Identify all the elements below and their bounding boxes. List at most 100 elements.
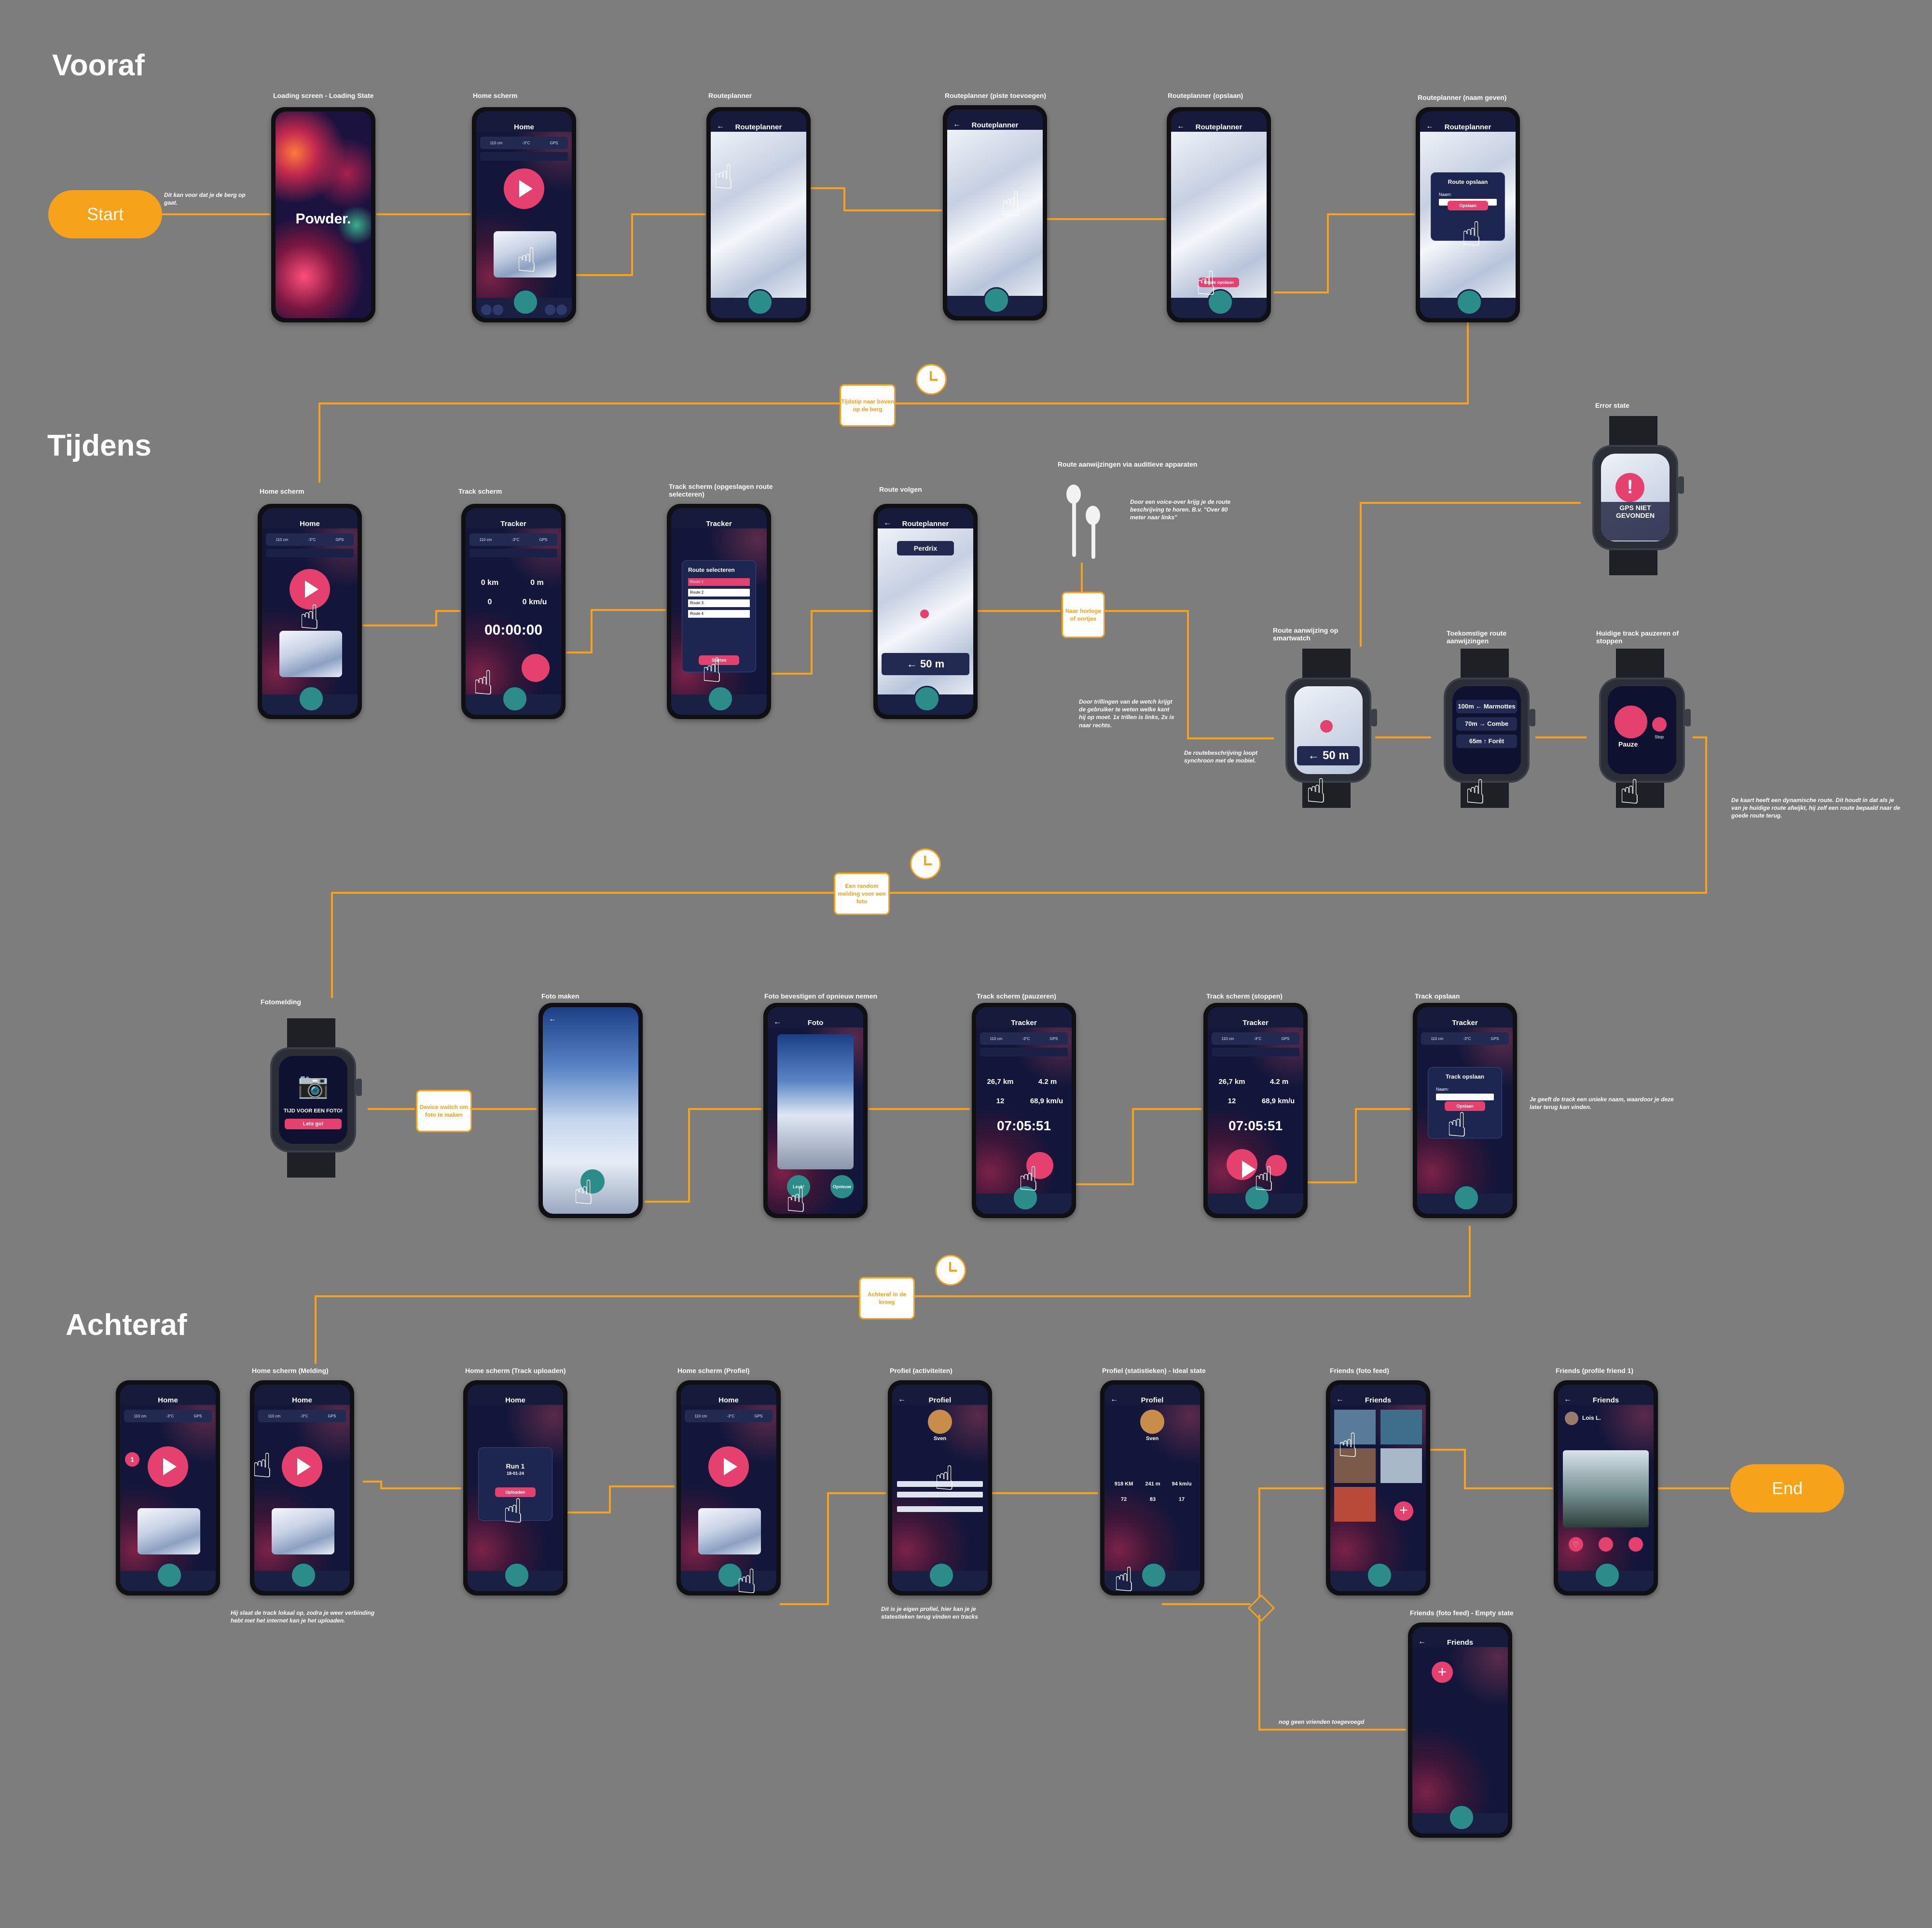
piste-name-label: Perdrix	[897, 541, 954, 555]
caption-friendsfeed: Friends (foto feed)	[1330, 1367, 1389, 1374]
starten-button[interactable]: Starten	[699, 655, 739, 665]
nav-main-button[interactable]	[512, 289, 538, 315]
note-upload: Hij slaat de track lokaal op, zodra je w…	[231, 1609, 375, 1624]
tap-hand-icon: ☝	[503, 1492, 524, 1530]
flow-line-26	[315, 1295, 859, 1364]
phone-tracksel: Tracker Route selecteren Route 1 Route 2…	[667, 504, 771, 719]
caption-home2: Home scherm	[260, 487, 304, 495]
caption-w1: Route aanwijzing op smartwatch	[1273, 626, 1339, 642]
clock-icon	[935, 1255, 966, 1286]
caption-error: Error state	[1595, 402, 1629, 409]
note-profile: Dit is je eigen profiel, hier kan je je …	[881, 1606, 978, 1621]
tap-hand-icon: ☝	[934, 1459, 955, 1497]
phone-fotomaken: ← ☝	[538, 1003, 643, 1218]
route-option-2[interactable]: Route 2	[688, 589, 750, 596]
caption-profstat: Profiel (statistieken) - Ideal state	[1102, 1367, 1206, 1374]
flow-line-27	[363, 1481, 461, 1489]
caption-rp4: Routeplanner (naam geven)	[1418, 94, 1507, 101]
powder-logo: Powder.	[295, 211, 351, 227]
share-icon[interactable]	[1628, 1537, 1643, 1552]
stop-button[interactable]	[1652, 717, 1667, 732]
gps-error-text: GPS NIET GEVONDEN	[1615, 504, 1655, 519]
note-voiceover: Door een voice-over krijg je de route be…	[1130, 499, 1231, 521]
flow-box-b1: Tijdstip naar boven op de berg	[840, 384, 896, 427]
flow-line-9	[566, 609, 666, 653]
phone-friendsfeed: ←Friends + ☝	[1326, 1380, 1430, 1595]
route-option-1[interactable]: Route 1	[688, 578, 750, 586]
tap-hand-icon: ☝	[1306, 772, 1326, 810]
start-terminal: Start	[48, 190, 162, 238]
flow-line-34	[1430, 1449, 1553, 1489]
watch-route: ← 50 m ☝	[1276, 649, 1377, 808]
phone-routevolgen: ←Routeplanner Perdrix ← 50 m	[873, 504, 978, 719]
start-track-button[interactable]	[504, 168, 544, 209]
phone-fotobevestigen: ←Foto Leuk! Opnieuw ☝	[763, 1003, 868, 1218]
caption-home: Home scherm	[473, 92, 518, 99]
avatar	[928, 1410, 952, 1434]
pause-button[interactable]	[522, 654, 550, 682]
caption-tracksel: Track scherm (opgeslagen route selectere…	[669, 483, 773, 498]
phone-rp3: ←Routeplanner Route opslaan ☝	[1167, 107, 1271, 322]
stop-button[interactable]	[1266, 1155, 1287, 1176]
add-photo-button[interactable]: +	[1394, 1501, 1413, 1521]
track-naam-input[interactable]	[1436, 1094, 1494, 1100]
flow-line-6	[893, 322, 1469, 404]
opslaan-button[interactable]: Opslaan	[1448, 201, 1488, 210]
like-icon[interactable]: ♡	[1569, 1537, 1583, 1552]
phone-rp4: ←Routeplanner Route opslaan Naam: Opslaa…	[1416, 107, 1520, 322]
flow-line-29	[780, 1492, 886, 1605]
watch-future: 100m ← Marmottes 70m → Combe 65m ↑ Forêt…	[1434, 649, 1535, 809]
route-option-3[interactable]: Route 3	[688, 599, 750, 607]
avatar	[1140, 1410, 1164, 1434]
clock-icon	[910, 848, 941, 879]
note-no-friends: nog geen vrienden toegevoegd	[1279, 1719, 1365, 1725]
route-opslaan-button[interactable]: Route opslaan	[1199, 277, 1239, 287]
tap-hand-icon: ☝	[1447, 1106, 1467, 1144]
caption-w2: Toekomstige route aanwijzingen	[1447, 629, 1507, 645]
tap-hand-icon: ☝	[1461, 215, 1482, 253]
opnieuw-button[interactable]: Opnieuw	[830, 1175, 854, 1198]
tap-hand-icon: ☝	[1254, 1160, 1274, 1198]
direction-banner: ← 50 m	[882, 653, 969, 675]
tap-hand-icon: ☝	[252, 1447, 273, 1484]
pause-button[interactable]	[1615, 706, 1647, 738]
route-option-4[interactable]: Route 4	[688, 610, 750, 618]
caption-trackstop: Track scherm (stoppen)	[1206, 992, 1283, 1000]
phone-friendsempty: ←Friends +	[1408, 1623, 1512, 1838]
tap-hand-icon: ☝	[1018, 1160, 1039, 1198]
uploaden-button[interactable]: Uploaden	[495, 1487, 536, 1497]
leuk-button[interactable]: Leuk!	[787, 1175, 810, 1198]
watch-error: ! GPS NIET GEVONDEN	[1583, 416, 1684, 575]
caption-trackopslaan: Track opslaan	[1415, 992, 1460, 1000]
caption-rp3: Routeplanner (opslaan)	[1168, 92, 1243, 99]
tap-hand-icon: ☝	[299, 598, 320, 636]
caption-friendsprofile: Friends (profile friend 1)	[1556, 1367, 1634, 1374]
lets-go-button[interactable]: Lets go!	[285, 1119, 342, 1129]
flow-line-2	[576, 213, 705, 276]
routeplanner-thumbnail[interactable]	[494, 231, 556, 277]
watch-foto: 📷 TIJD VOOR EEN FOTO! Lets go!	[261, 1018, 362, 1178]
add-friend-button[interactable]: +	[1432, 1662, 1453, 1683]
caption-routevolgen: Route volgen	[879, 485, 922, 493]
flow-box-b3: Een random melding voor een foto	[834, 873, 890, 915]
flow-box-b5: Achteraf in de kroeg	[859, 1277, 915, 1319]
phone-loading: Powder.	[271, 107, 375, 322]
phone-hometrack: Home Run 1 18-01-24 Uploaden ☝	[463, 1380, 567, 1595]
opslaan-button[interactable]: Opslaan	[1445, 1101, 1485, 1111]
caption-track: Track scherm	[458, 487, 502, 495]
clock-icon	[916, 364, 947, 395]
comment-icon[interactable]	[1599, 1537, 1613, 1552]
pause-button[interactable]	[1026, 1152, 1053, 1179]
flow-line-13	[1102, 610, 1274, 739]
shutter-button[interactable]	[580, 1169, 605, 1193]
flow-line-18	[331, 892, 834, 998]
notification-badge[interactable]: 1	[125, 1452, 139, 1467]
tap-hand-icon: ☝	[1196, 264, 1216, 302]
